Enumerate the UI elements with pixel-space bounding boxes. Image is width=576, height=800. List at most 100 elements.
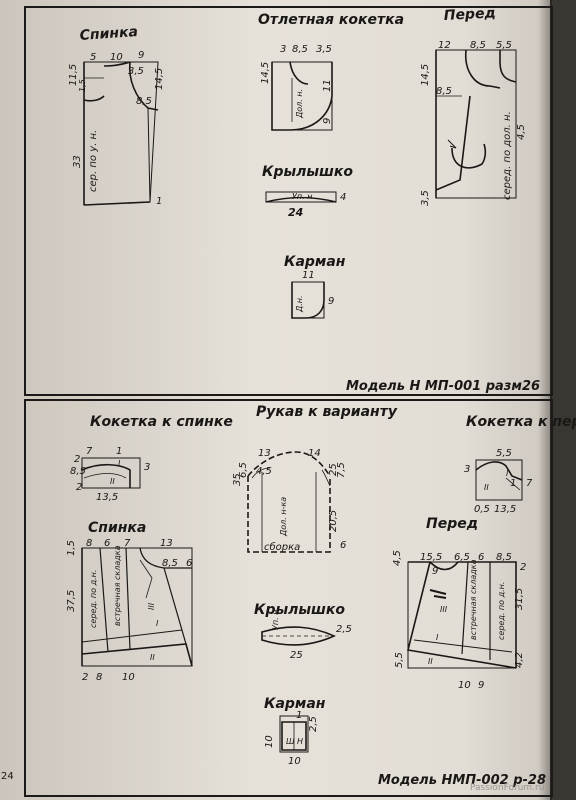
top-back-dim: 9 — [138, 50, 144, 61]
bottom-front-yoke-dim: 1 — [510, 478, 516, 489]
top-back-title: Спинка — [79, 24, 138, 44]
bottom-back-dim: 6 — [186, 558, 192, 569]
bottom-wing-label: Уп. н. — [271, 607, 280, 630]
bottom-front-piece — [407, 561, 517, 669]
bottom-front-mark: II — [428, 657, 433, 666]
top-back-piece — [83, 61, 159, 206]
top-yoke-dim: 14,5 — [260, 62, 271, 84]
page-number: 24 — [1, 771, 14, 782]
bottom-front-dim: 4,5 — [392, 550, 403, 566]
top-front-dim: 14,5 — [420, 64, 431, 86]
bottom-back-yoke-piece — [81, 457, 141, 489]
bottom-pocket-dim: 2,5 — [308, 716, 319, 732]
top-front-piece — [435, 49, 517, 199]
bottom-back-label: встречная складка — [113, 545, 122, 626]
bottom-wing-title: Крылышко — [254, 602, 345, 618]
top-wing-dim: 24 — [288, 206, 303, 219]
top-back-dim: 10 — [110, 52, 123, 63]
top-front-dim: 3,5 — [420, 190, 431, 206]
bottom-back-dim: 13 — [160, 538, 173, 549]
bottom-front-yoke-piece — [475, 459, 523, 501]
top-pocket-dim: 9 — [328, 296, 334, 307]
top-front-dim: 5,5 — [496, 40, 512, 51]
bottom-back-title: Спинка — [88, 520, 146, 536]
bottom-front-yoke-dim: 3 — [464, 464, 470, 475]
bottom-back-dim: 8 — [96, 672, 102, 683]
bottom-front-yoke-dim: 0,5 — [474, 504, 490, 515]
bottom-front-dim: 2 — [520, 562, 526, 573]
bottom-front-label: встречная складка — [469, 559, 478, 640]
top-model-panel — [24, 6, 553, 396]
bottom-pocket-mark: Н — [297, 737, 303, 746]
watermark-text: PassionForum.ru — [470, 783, 545, 793]
top-wing-title: Крылышко — [262, 164, 353, 180]
bottom-back-yoke-title: Кокетка к спинке — [90, 414, 233, 430]
top-pocket-piece — [291, 281, 325, 319]
bottom-sleeve-dim: 6 — [340, 540, 346, 551]
bottom-sleeve-dim: 20,5 — [328, 510, 339, 532]
page-binding-shadow — [550, 0, 576, 800]
bottom-front-yoke-mark: I — [506, 469, 509, 478]
bottom-sleeve-label: Дол. н-ка — [279, 497, 288, 537]
top-back-dim: 1,5 — [78, 79, 87, 92]
bottom-sleeve-title: Рукав к варианту — [256, 404, 398, 420]
top-model-caption: Модель Н МП-001 разм26 — [346, 379, 540, 394]
bottom-back-mark: I — [156, 619, 159, 628]
bottom-pocket-dim: 10 — [264, 735, 275, 748]
top-back-dim: 5 — [90, 52, 96, 63]
bottom-sleeve-dim: 6,5 — [238, 462, 249, 478]
top-shoulder-yoke-piece — [271, 61, 333, 131]
bottom-back-yoke-mark: I — [118, 459, 121, 468]
bottom-pocket-dim: 1 — [296, 710, 302, 721]
bottom-front-dim: 6,5 — [454, 552, 470, 563]
bottom-back-dim: 6 — [104, 538, 110, 549]
top-front-dim: 4,5 — [516, 124, 527, 140]
top-front-dim: 12 — [438, 40, 451, 51]
top-wing-label: Уп. н. — [292, 192, 315, 201]
bottom-back-yoke-dim: 3 — [144, 462, 150, 473]
bottom-front-yoke-dim: 5,5 — [496, 448, 512, 459]
bottom-wing-piece — [261, 626, 336, 646]
top-pocket-dim: 11 — [302, 270, 315, 281]
bottom-back-dim: 2 — [82, 672, 88, 683]
top-yoke-dim: 9 — [322, 118, 333, 124]
bottom-pocket-title: Карман — [264, 696, 326, 712]
bottom-back-dim: 37,5 — [66, 590, 77, 612]
top-front-center-label: серед. по дол. н. — [502, 111, 513, 200]
bottom-pocket-mark: Ш — [286, 737, 295, 746]
bottom-back-mark: III — [147, 602, 156, 610]
bottom-model-panel — [24, 399, 553, 797]
bottom-front-dim: 9 — [432, 566, 438, 577]
bottom-back-yoke-dim: 1 — [116, 446, 122, 457]
bottom-front-dim: 15,5 — [420, 552, 442, 563]
top-yoke-label: Дол. н. — [295, 89, 304, 119]
bottom-back-dim: 8 — [86, 538, 92, 549]
top-pocket-label: Д.н. — [295, 295, 304, 313]
bottom-back-yoke-mark: II — [110, 477, 115, 486]
bottom-pocket-piece — [279, 715, 309, 753]
bottom-sleeve-piece — [247, 451, 331, 553]
bottom-front-dim: 10 — [458, 680, 471, 691]
top-back-dim: 33 — [72, 155, 83, 168]
bottom-front-yoke-mark: II — [484, 483, 489, 492]
bottom-front-dim: 4,2 — [514, 652, 525, 668]
bottom-wing-dim: 2,5 — [336, 624, 352, 635]
bottom-back-mark: II — [150, 653, 155, 662]
bottom-sleeve-dim: 14 — [308, 448, 321, 459]
bottom-sleeve-dim: 13 — [258, 448, 271, 459]
top-yoke-dim: 11 — [322, 79, 333, 92]
top-wing-dim: 4 — [340, 192, 346, 203]
bottom-front-yoke-title: Кокетка к переду — [466, 414, 576, 430]
bottom-sleeve-dim: 35 — [232, 473, 243, 486]
top-back-dim: 14,5 — [154, 68, 165, 90]
bottom-back-label: серед. по д.н. — [89, 570, 98, 628]
bottom-back-yoke-dim: 7 — [86, 446, 93, 457]
top-wing-piece — [265, 191, 337, 203]
bottom-sleeve-dim: 25 — [328, 463, 339, 476]
top-back-dim: 8,5 — [136, 96, 152, 107]
bottom-back-piece — [81, 547, 193, 667]
bottom-front-dim: 9 — [478, 680, 484, 691]
bottom-back-yoke-dim: 13,5 — [96, 492, 118, 503]
bottom-model-caption: Модель НМП-002 р-28 — [378, 773, 546, 788]
